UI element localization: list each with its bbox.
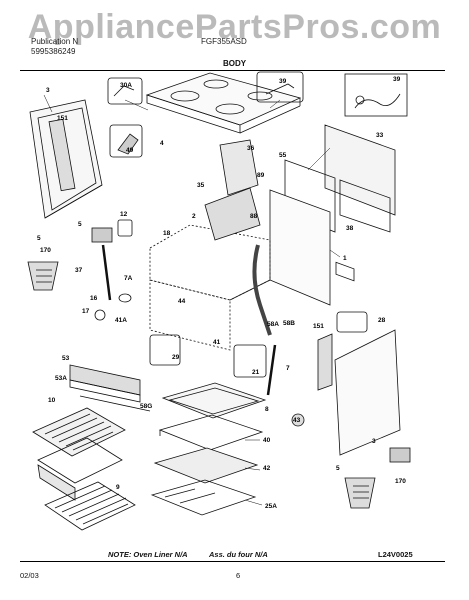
callout: 36: [247, 145, 255, 152]
leveling-legs: [27, 227, 411, 509]
burner-box: [107, 77, 143, 105]
side-panel-right: [317, 329, 401, 456]
callout: 44: [178, 298, 186, 305]
callout: 58G: [140, 403, 152, 410]
leader-lines: [43, 94, 341, 506]
callout: 39: [279, 78, 287, 85]
hinge-right: [266, 344, 277, 396]
callout: 5: [78, 221, 82, 228]
callout: 10: [48, 397, 56, 404]
callout: 7: [286, 365, 290, 372]
callout: 3: [46, 87, 50, 94]
wire-harness: [344, 73, 408, 117]
oven-door: [150, 382, 305, 516]
callout: 2: [192, 213, 196, 220]
callout: 151: [313, 323, 324, 330]
callout: 88: [250, 213, 258, 220]
callout: 40: [263, 437, 271, 444]
model-number: FGF355ASD: [201, 37, 247, 46]
callout: 21: [252, 369, 260, 376]
callout: 28: [378, 317, 386, 324]
callout: 58A: [267, 321, 279, 328]
publication-label: Publication N: [31, 37, 79, 46]
callout: 16: [90, 295, 98, 302]
revision-date: 02/03: [20, 571, 39, 580]
callout: 170: [395, 478, 406, 485]
main-body: [149, 139, 331, 351]
callout: 39: [393, 76, 401, 83]
top-rule: [20, 70, 445, 71]
part-21: [233, 344, 267, 378]
callout: 33: [376, 132, 384, 139]
callout: 49: [126, 147, 134, 154]
door-frame: [252, 244, 272, 336]
callout: 30A: [120, 82, 132, 89]
control-panel: [284, 124, 396, 282]
callout: 5: [336, 465, 340, 472]
callout: 12: [120, 211, 128, 218]
callout: 17: [82, 308, 90, 315]
callout: 35: [197, 182, 205, 189]
side-panel: [29, 99, 103, 219]
callout: 151: [57, 115, 68, 122]
callout: 9: [116, 484, 120, 491]
part-28: [336, 311, 368, 333]
callout: 18: [163, 230, 171, 237]
watermark: AppliancePartsPros.com: [27, 8, 442, 46]
valve: [94, 219, 133, 321]
callout-labels: 3 151 4 30A 39 39 49 5 5 170 37 7A 16 17…: [37, 76, 406, 510]
oven-rack: [44, 481, 136, 531]
callout: 89: [257, 172, 265, 179]
callout: 41A: [115, 317, 127, 324]
broiler-pan: [32, 407, 126, 501]
callout: 41: [213, 339, 221, 346]
note-french: Ass. du four N/A: [209, 550, 268, 559]
callout: 1: [343, 255, 347, 262]
page-number: 6: [236, 571, 241, 580]
diagram-code: L24V0025: [378, 550, 413, 559]
cooktop: [145, 72, 302, 134]
callout: 5: [37, 235, 41, 242]
callout: 53A: [55, 375, 67, 382]
callout: 170: [40, 247, 51, 254]
callout: 8: [265, 406, 269, 413]
publication-number: 5995386249: [31, 47, 76, 56]
callout: 37: [75, 267, 83, 274]
part-29: [149, 334, 181, 366]
callout: 53: [62, 355, 70, 362]
part-49: [109, 124, 143, 158]
callout: 4: [160, 140, 164, 147]
callout: 25A: [265, 503, 277, 510]
section-title: BODY: [222, 59, 247, 68]
callout: 42: [263, 465, 271, 472]
callout: 55: [279, 152, 287, 159]
note-english: NOTE: Oven Liner N/A: [108, 550, 188, 559]
hinge-left: [101, 244, 112, 301]
bottom-rule: [20, 561, 445, 562]
callout: 3: [372, 438, 376, 445]
callout: 7A: [124, 275, 133, 282]
callout: 38: [346, 225, 354, 232]
callout: 58B: [283, 320, 295, 327]
broiler-front: [69, 364, 151, 412]
callout: 43: [293, 417, 301, 424]
callout: 29: [172, 354, 180, 361]
bracket: [256, 71, 304, 103]
